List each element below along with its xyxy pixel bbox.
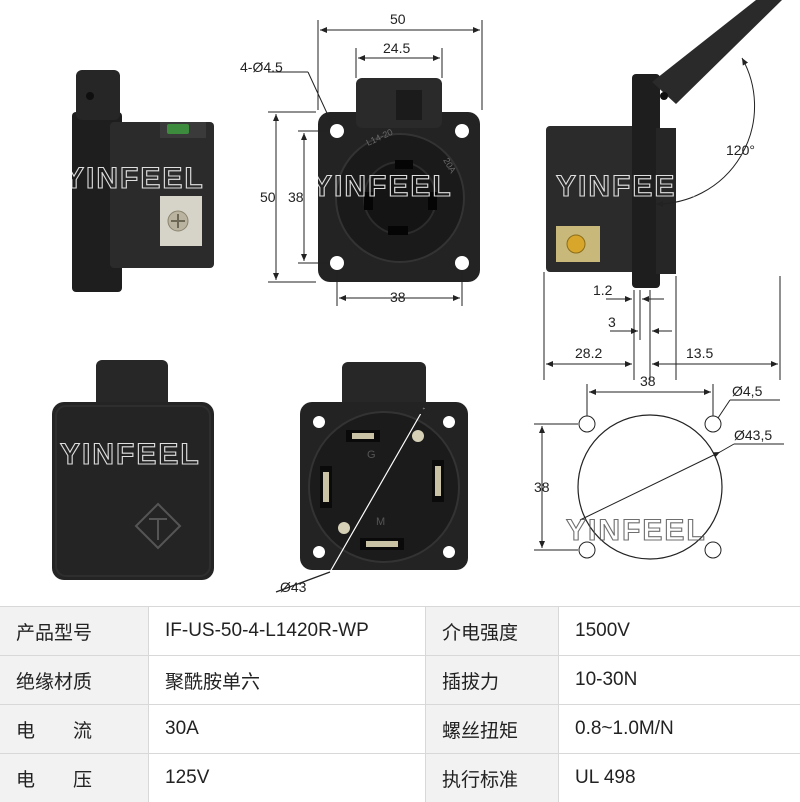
dim-bottom-width: 38 [390, 289, 406, 305]
watermark-2: YINFEEL [312, 170, 453, 203]
spec-label-2: 执行标准 [426, 754, 559, 802]
spec-value: 30A [149, 705, 426, 754]
open-face-view: G M [300, 362, 468, 570]
spec-label-2: 插拔力 [426, 656, 559, 705]
spec-label: 绝缘材质 [0, 656, 149, 705]
spec-table: 产品型号 IF-US-50-4-L1420R-WP 介电强度 1500V 绝缘材… [0, 606, 800, 802]
spec-label-2: 螺丝扭矩 [426, 705, 559, 754]
dim-face-circle: Ø43 [280, 579, 307, 595]
spec-value-2: 1500V [559, 607, 800, 656]
dim-top-width: 50 [390, 11, 406, 27]
dim-height-inner: 38 [288, 189, 304, 205]
spec-value-2: 0.8~1.0M/N [559, 705, 800, 754]
spec-row: 产品型号 IF-US-50-4-L1420R-WP 介电强度 1500V [0, 607, 800, 656]
dim-cut-height: 38 [534, 479, 550, 495]
dim-height-outer: 50 [260, 189, 276, 205]
dim-28-2: 28.2 [575, 345, 602, 361]
spec-label: 电 压 [0, 754, 149, 802]
face-g-mark: G [367, 449, 376, 461]
spec-value: IF-US-50-4-L1420R-WP [149, 607, 426, 656]
spec-value-2: 10-30N [559, 656, 800, 705]
watermark-5: YINFEEL [566, 514, 707, 547]
dim-hole-spec: 4-Ø4.5 [240, 59, 283, 75]
dim-1-2: 1.2 [593, 282, 613, 298]
spec-row: 电 压 125V 执行标准 UL 498 [0, 754, 800, 802]
dim-13-5: 13.5 [686, 345, 713, 361]
dim-3: 3 [608, 314, 616, 330]
product-figure: L14-20 20A 50 24.5 4-Ø4.5 50 38 38 [0, 0, 800, 606]
dim-cut-hole: Ø4,5 [732, 383, 763, 399]
spec-value-2: UL 498 [559, 754, 800, 802]
spec-label: 电 流 [0, 705, 149, 754]
watermark-3: YINFEEL [556, 170, 697, 203]
dim-angle: 120° [726, 142, 755, 158]
spec-value: 125V [149, 754, 426, 802]
spec-value: 聚酰胺单六 [149, 656, 426, 705]
spec-row: 绝缘材质 聚酰胺单六 插拔力 10-30N [0, 656, 800, 705]
dim-cut-circle: Ø43,5 [734, 427, 772, 443]
face-m-mark: M [376, 516, 385, 528]
watermark-4: YINFEEL [60, 438, 201, 471]
spec-row: 电 流 30A 螺丝扭矩 0.8~1.0M/N [0, 705, 800, 754]
spec-label-2: 介电强度 [426, 607, 559, 656]
dim-cut-width: 38 [640, 373, 656, 389]
watermark-1: YINFEEL [64, 162, 205, 195]
dim-inner-width: 24.5 [383, 40, 410, 56]
spec-label: 产品型号 [0, 607, 149, 656]
